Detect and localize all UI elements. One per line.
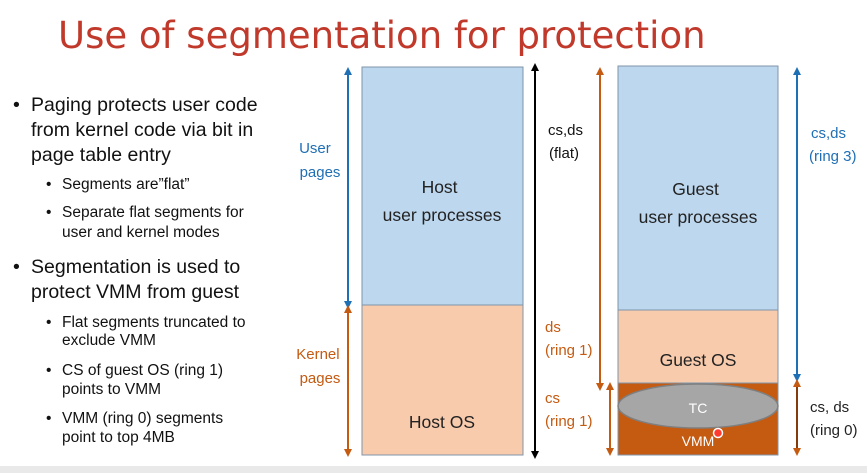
tc-ellipse (617, 383, 779, 429)
sub-bullet-dot: • (46, 362, 52, 379)
sub-bullet-dot: • (46, 314, 52, 331)
vmm-label: VMM (682, 433, 715, 449)
tc-label: TC (689, 400, 708, 416)
sub-bullet-text: point to top 4MB (62, 429, 175, 446)
sub-bullet-dot: • (46, 176, 52, 193)
kernel-pages-label: Kernel pages (296, 346, 344, 387)
pointer-dot (712, 427, 724, 439)
sub-bullet-text: Separate flat segments for (62, 204, 244, 221)
csds-ring0-label: cs, ds (ring 0) (810, 399, 858, 439)
guest-os-region (617, 309, 779, 384)
sub-bullet-text: Segments are”flat” (62, 176, 190, 193)
bullet-dot: • (13, 256, 20, 278)
host-user-label: Host user processes (383, 177, 502, 225)
sub-bullet-text: CS of guest OS (ring 1) (62, 362, 224, 379)
host-os-region (361, 304, 524, 456)
bullet-text: page table entry (31, 144, 171, 166)
guest-user-label: Guest user processes (639, 179, 758, 227)
sub-bullet-text: user and kernel modes (62, 224, 220, 241)
host-segment-label: cs,ds (flat) (548, 122, 587, 162)
sub-bullet-text: Flat segments truncated to (62, 314, 246, 331)
bullet-text: Segmentation is used to (31, 256, 241, 278)
csds-ring3-label: cs,ds (ring 3) (809, 125, 857, 165)
slide-title: Use of segmentation for protection (58, 14, 706, 57)
bullet-dot: • (13, 94, 20, 116)
guest-user-region (617, 65, 779, 311)
sub-bullet-text: points to VMM (62, 381, 162, 398)
ds-ring1-label: ds (ring 1) (545, 319, 593, 359)
host-os-label: Host OS (409, 412, 475, 432)
sub-bullet-dot: • (46, 204, 52, 221)
bullet-text: protect VMM from guest (31, 281, 240, 303)
sub-bullet-text: exclude VMM (62, 332, 156, 349)
guest-os-label: Guest OS (660, 350, 737, 370)
cs-ring1-label: cs (ring 1) (545, 390, 593, 430)
host-user-region (361, 66, 524, 306)
bullet-text: Paging protects user code (31, 94, 258, 116)
bullet-text: from kernel code via bit in (31, 119, 254, 141)
user-pages-label: User pages (299, 140, 340, 181)
bottom-bar (0, 466, 867, 473)
sub-bullet-dot: • (46, 410, 52, 427)
sub-bullet-text: VMM (ring 0) segments (62, 410, 224, 427)
